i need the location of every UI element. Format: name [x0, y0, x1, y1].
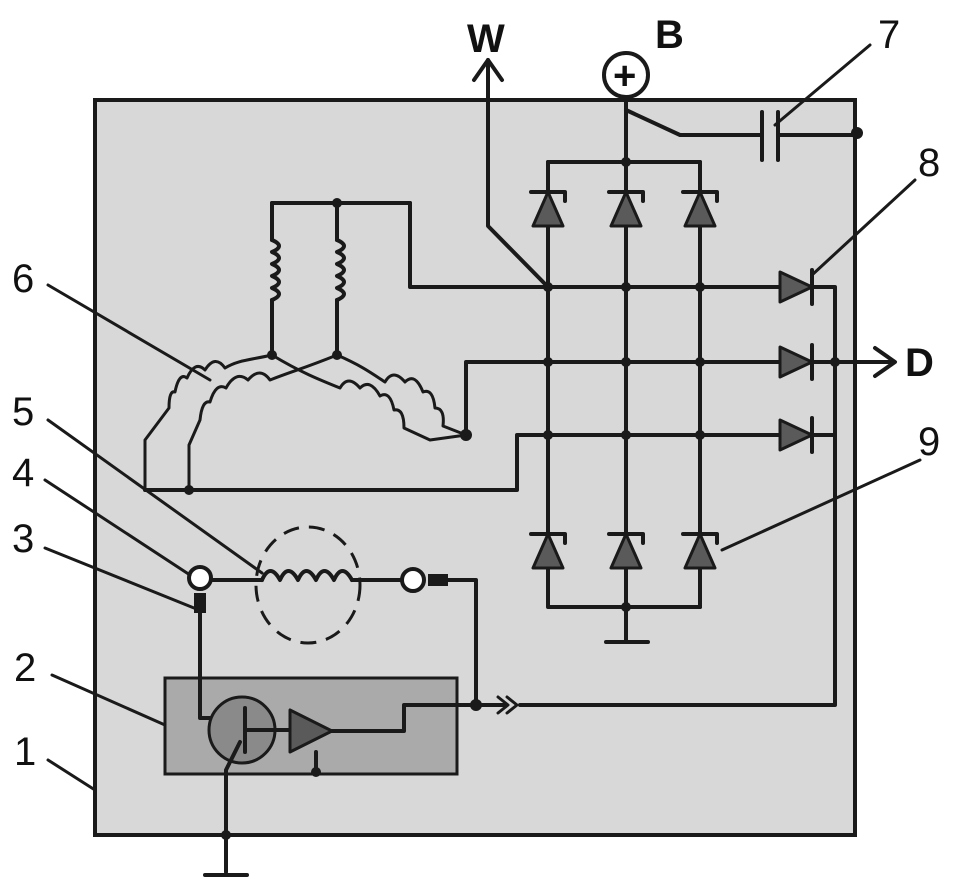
excitation-diodes: D	[518, 268, 934, 707]
terminal-w-label: W	[467, 17, 505, 61]
phase-lines	[143, 98, 782, 495]
stator-windings	[143, 198, 468, 492]
positive-diode-2	[607, 190, 645, 228]
negative-diode-2	[607, 532, 645, 570]
terminal-b-label: B	[655, 13, 684, 57]
callout-3: 3	[12, 517, 34, 561]
callout-8: 8	[918, 141, 940, 185]
callout-2: 2	[14, 646, 36, 690]
terminal-d-label: D	[905, 341, 934, 385]
callout-1: 1	[14, 730, 36, 774]
positive-diode-1	[529, 190, 567, 228]
callout-7: 7	[878, 13, 900, 57]
terminal-b: + B	[602, 13, 684, 164]
terminal-w: W	[467, 17, 505, 102]
callout-6: 6	[12, 257, 34, 301]
negative-diode-3	[681, 532, 719, 570]
regulator-internals	[203, 695, 519, 877]
positive-diode-3	[681, 190, 719, 228]
callout-9: 9	[918, 420, 940, 464]
callout-leaders	[43, 43, 922, 792]
plus-sign: +	[613, 54, 636, 98]
capacitor	[624, 108, 863, 162]
rotor-field-winding	[187, 525, 478, 720]
callout-5: 5	[12, 390, 34, 434]
negative-diode-1	[529, 532, 567, 570]
amplifier-triangle	[288, 708, 334, 754]
callout-4: 4	[12, 451, 34, 495]
